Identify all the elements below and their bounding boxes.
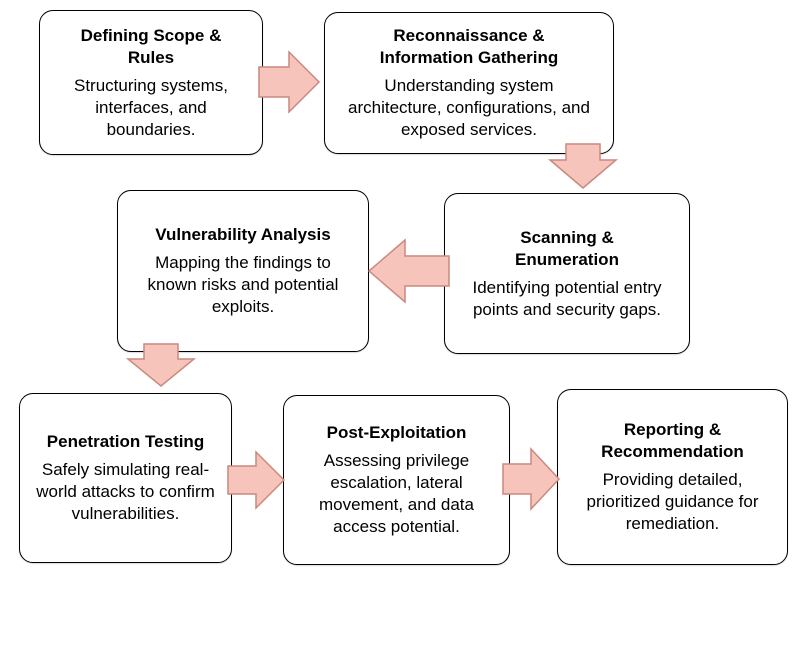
step-post-exploitation: Post-Exploitation Assessing privilege es… — [283, 395, 510, 565]
step-description: Providing detailed, prioritized guidance… — [586, 470, 759, 533]
step-title: Reconnaissance & Information Gathering — [379, 26, 559, 67]
step-reporting-recommendation: Reporting & Recommendation Providing det… — [557, 389, 788, 565]
arrow-left-icon — [367, 238, 450, 304]
arrow-right-icon — [502, 447, 561, 511]
step-description: Identifying potential entry points and s… — [472, 277, 662, 319]
step-description: Assessing privilege escalation, lateral … — [319, 451, 474, 536]
step-description: Structuring systems, interfaces, and bou… — [74, 75, 228, 139]
step-scanning-enumeration: Scanning & Enumeration Identifying poten… — [444, 193, 690, 354]
step-title: Defining Scope & Rules — [80, 25, 222, 67]
step-title: Scanning & Enumeration — [515, 227, 619, 269]
step-title: Penetration Testing — [46, 432, 205, 451]
arrow-right-icon — [227, 450, 286, 510]
arrow-down-icon — [125, 343, 197, 387]
step-title: Post-Exploitation — [326, 423, 467, 442]
arrow-down-icon — [547, 143, 619, 189]
step-title: Vulnerability Analysis — [155, 225, 331, 244]
step-description: Understanding system architecture, confi… — [348, 76, 590, 139]
step-penetration-testing: Penetration Testing Safely simulating re… — [19, 393, 232, 563]
step-title: Reporting & Recommendation — [601, 420, 744, 461]
step-defining-scope: Defining Scope & Rules Structuring syste… — [39, 10, 263, 155]
step-description: Safely simulating real-world attacks to … — [36, 460, 215, 523]
step-vulnerability-analysis: Vulnerability Analysis Mapping the findi… — [117, 190, 369, 352]
step-reconnaissance: Reconnaissance & Information Gathering U… — [324, 12, 614, 154]
arrow-right-icon — [258, 50, 321, 114]
step-description: Mapping the findings to known risks and … — [147, 253, 339, 316]
